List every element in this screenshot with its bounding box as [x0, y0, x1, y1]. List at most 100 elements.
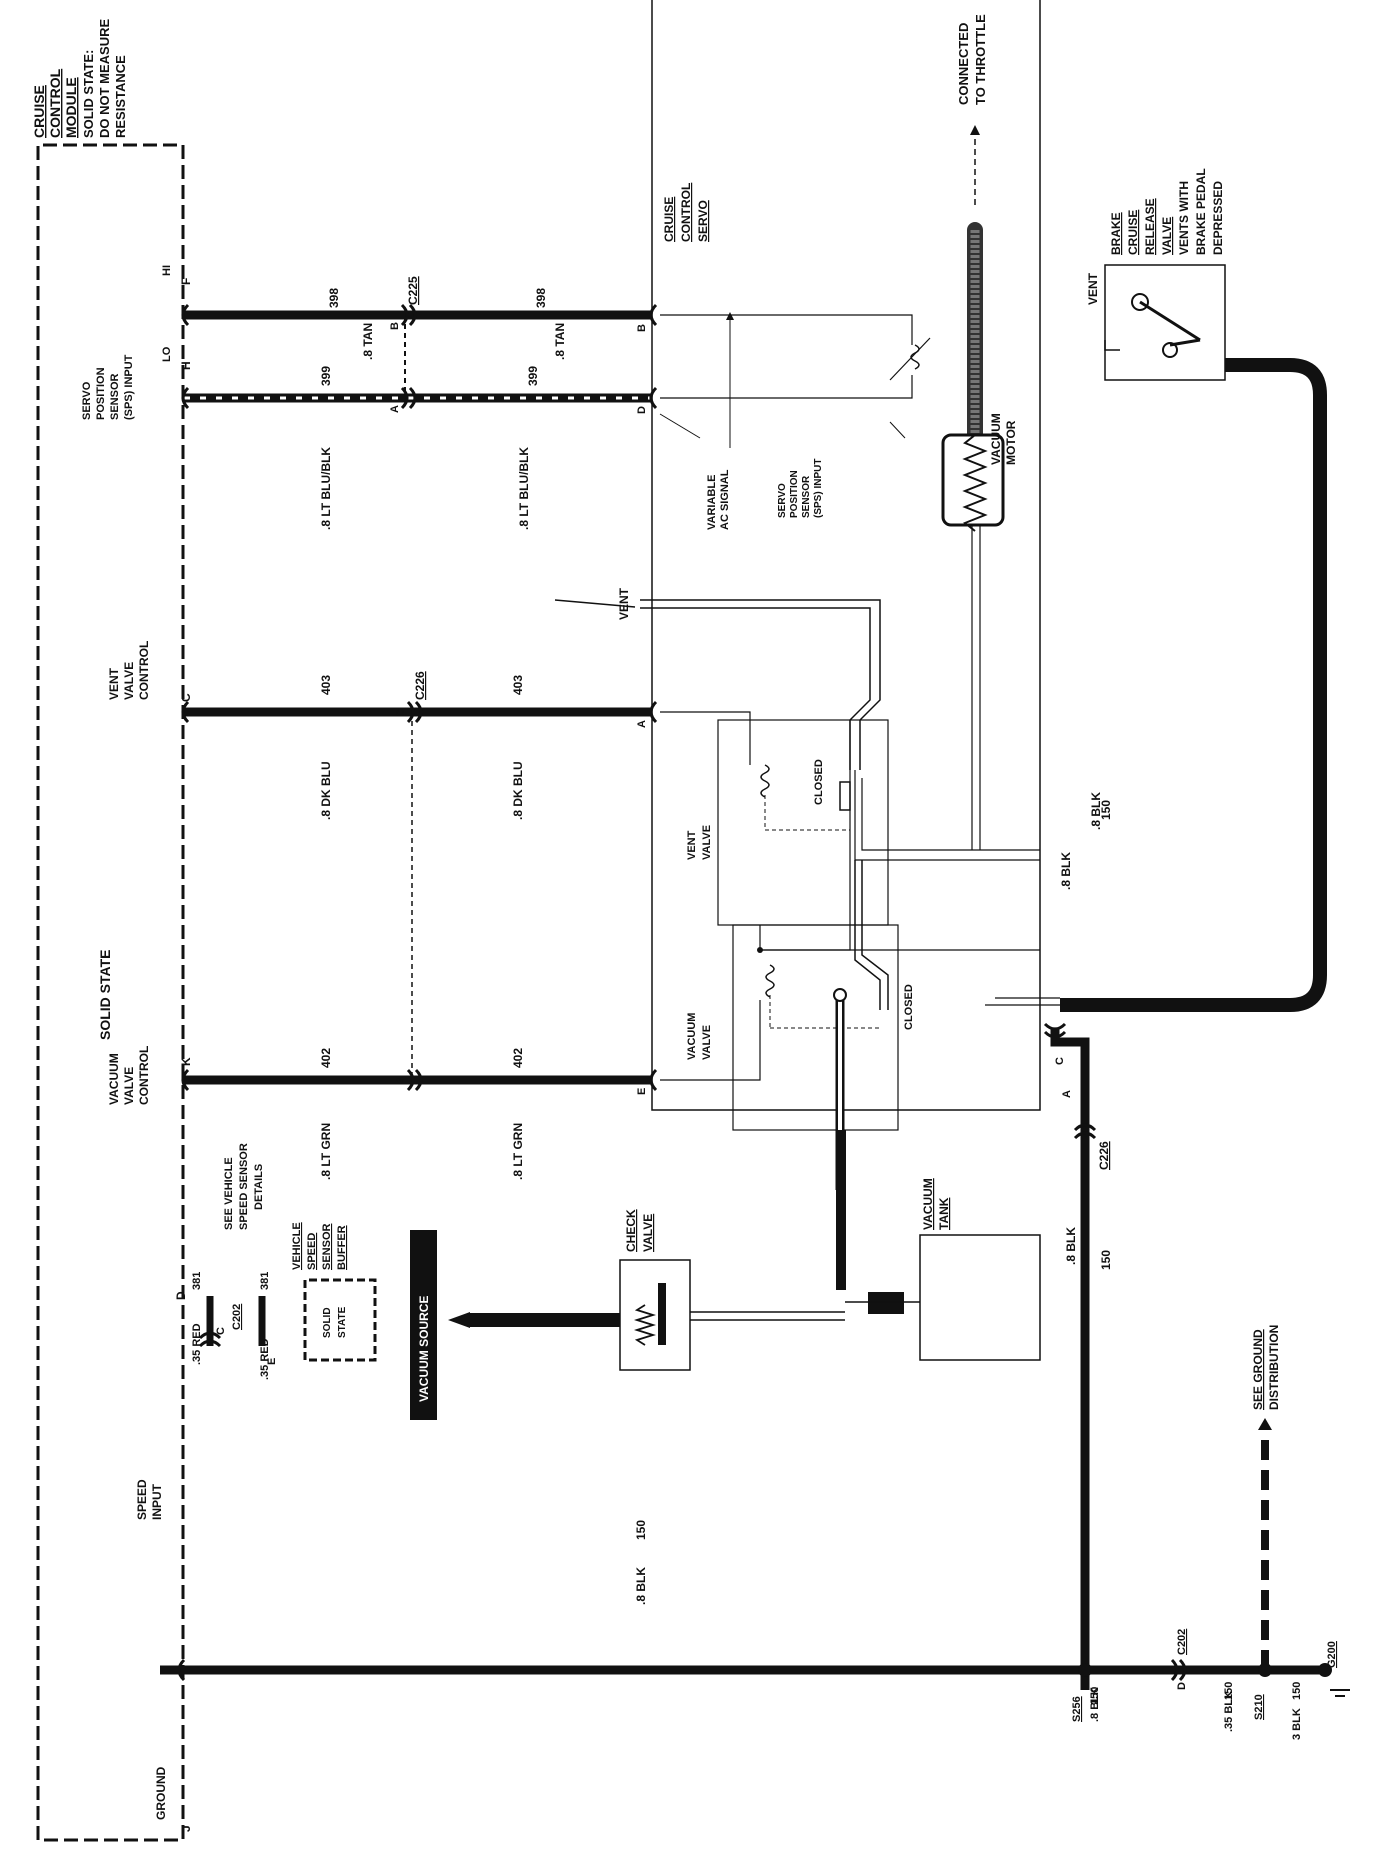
module-title-2: CONTROL	[47, 68, 63, 138]
module-solid-state: SOLID STATE	[97, 950, 113, 1040]
vacuum-tank: VACUUM TANK	[845, 1178, 1041, 1361]
c202b-pin: D	[1176, 1682, 1188, 1690]
vent-ctrl-2: VALVE	[122, 662, 136, 700]
wire-403: 403 .8 DK BLU 403 .8 DK BLU	[181, 675, 658, 820]
w402-label-1: .8 LT GRN	[319, 1123, 333, 1180]
vehicle-speed-sensor-buffer: 381 .35 RED C202 C E 381 .35 RED SOLID S…	[191, 1143, 377, 1380]
brake-title-4: VALVE	[1160, 217, 1174, 255]
vent-valve-1: VENT	[686, 830, 698, 860]
w150-circuit-2: 150	[1099, 1250, 1113, 1270]
w150b-label: .35 BLK	[1223, 1691, 1235, 1732]
c202-label: C202	[231, 1304, 243, 1330]
w399-circuit-2: 399	[526, 366, 540, 386]
vac-ctrl-1: VACUUM	[107, 1053, 121, 1105]
c225-pin-a: A	[389, 405, 401, 413]
check-valve: CHECK VALVE	[448, 1209, 845, 1371]
w402-label-2: .8 LT GRN	[511, 1123, 525, 1180]
variable-ac-2: AC SIGNAL	[719, 469, 731, 530]
s256-label: S256	[1071, 1696, 1083, 1722]
w150-circuit-4: 150	[1089, 1687, 1101, 1705]
brake-note-1: VENTS WITH	[1177, 181, 1191, 255]
c226-pin-c: C	[395, 709, 407, 717]
check-valve-2: VALVE	[641, 1214, 655, 1252]
ground-dist-2: DISTRIBUTION	[1267, 1325, 1281, 1410]
servo-pin-c: C	[1054, 1057, 1066, 1065]
speed-input-2: INPUT	[150, 1483, 164, 1520]
connector-c226-ground: A C226	[1061, 1090, 1111, 1170]
connector-c226: C226 C B	[395, 671, 427, 1092]
w399-label-1: .8 LT BLU/BLK	[319, 447, 333, 530]
module-note-2: DO NOT MEASURE	[97, 19, 112, 139]
w399-label-2: .8 LT BLU/BLK	[517, 447, 531, 530]
servo-sps-4: (SPS) INPUT	[813, 459, 824, 518]
c202-pin-e: E	[266, 1358, 278, 1365]
g200-label: G200	[1326, 1641, 1338, 1668]
variable-ac-1: VARIABLE	[706, 475, 718, 530]
vent-ctrl-1: VENT	[107, 667, 121, 700]
vacuum-motor-2: MOTOR	[1004, 420, 1018, 465]
pin-d: D	[174, 1291, 188, 1300]
w403-circuit-2: 403	[511, 675, 525, 695]
brake-note-3: DEPRESSED	[1211, 181, 1225, 255]
vacuum-tank-1: VACUUM	[921, 1178, 935, 1230]
servo-sps-3: SENSOR	[801, 475, 812, 518]
w150-label-3: .8 BLK	[634, 1567, 648, 1605]
s210-label: S210	[1253, 1694, 1265, 1720]
brake-title-3: RELEASE	[1143, 198, 1157, 255]
w150c-label: 3 BLK	[1291, 1708, 1303, 1740]
w398-label-1: .8 TAN	[361, 323, 375, 360]
servo-vent: VENT	[617, 587, 631, 620]
w150-label-2: .8 BLK	[1064, 1227, 1078, 1265]
sps-input-2: POSITION	[95, 367, 107, 420]
w150-label-4: .8 BLK	[1089, 1687, 1101, 1722]
w398-circuit-1: 398	[327, 288, 341, 308]
module-title-1: CRUISE	[31, 85, 47, 138]
c225-label: C225	[406, 276, 420, 305]
servo-title-1: CRUISE	[662, 197, 676, 242]
servo-sps-2: POSITION	[789, 470, 800, 518]
c226-pin-b: B	[395, 1077, 407, 1085]
vac-ctrl-3: CONTROL	[137, 1046, 151, 1105]
vss-see-1: SEE VEHICLE	[223, 1157, 235, 1230]
w402-circuit-2: 402	[511, 1048, 525, 1068]
servo-pin-e: E	[636, 1088, 648, 1095]
vss-solid-1: SOLID	[322, 1307, 333, 1338]
w150-circuit-3: 150	[634, 1520, 648, 1540]
wire-150-servo: C .8 BLK 150 .8 BLK .8 BLK 150	[1043, 792, 1113, 1690]
w399-circuit-1: 399	[319, 366, 333, 386]
brake-title-1: BRAKE	[1109, 212, 1123, 255]
vss-solid-2: STATE	[337, 1306, 348, 1338]
vss-title-1: VEHICLE	[291, 1222, 303, 1270]
vss-see-3: DETAILS	[253, 1164, 265, 1210]
servo-title-3: SERVO	[696, 200, 710, 242]
speed-input-1: SPEED	[135, 1479, 149, 1520]
w381-label-1: .35 RED	[191, 1323, 203, 1365]
ground-label: GROUND	[154, 1766, 168, 1820]
pin-k: K	[179, 1057, 193, 1066]
connector-c225: C225 B A	[389, 276, 420, 413]
ground-dist-1: SEE GROUND	[1251, 1329, 1265, 1410]
w403-label-1: .8 DK BLU	[319, 761, 333, 820]
wire-402: 402 .8 LT GRN 402 .8 LT GRN	[181, 1048, 658, 1180]
vacuum-valve-2: VALVE	[701, 1025, 713, 1060]
throttle-1: CONNECTED	[956, 23, 971, 105]
w150b-circuit: 150	[1223, 1682, 1235, 1700]
pin-f: F	[179, 278, 193, 285]
brake-title-2: CRUISE	[1126, 210, 1140, 255]
vacuum-source-label: VACUUM SOURCE	[417, 1296, 431, 1402]
cruise-control-servo: CRUISE CONTROL SERVO B D A E VARIABLE AC…	[554, 0, 1041, 1290]
hi-label: HI	[161, 265, 173, 276]
sps-input-1: SERVO	[81, 381, 93, 420]
w150-circuit-1: 150	[1099, 800, 1113, 820]
w398-label-2: .8 TAN	[553, 323, 567, 360]
vss-title-4: BUFFER	[336, 1225, 348, 1270]
vss-title-2: SPEED	[306, 1233, 318, 1270]
w381-label-2: .35 RED	[259, 1338, 271, 1380]
sps-input-3: SENSOR	[109, 373, 121, 420]
w150-label-ext: .8 BLK	[1059, 852, 1073, 890]
vac-closed: CLOSED	[903, 984, 915, 1030]
vent-valve-2: VALVE	[701, 825, 713, 860]
w398-circuit-2: 398	[534, 288, 548, 308]
module-note-3: RESISTANCE	[113, 55, 128, 138]
module-title-3: MODULE	[63, 77, 79, 138]
